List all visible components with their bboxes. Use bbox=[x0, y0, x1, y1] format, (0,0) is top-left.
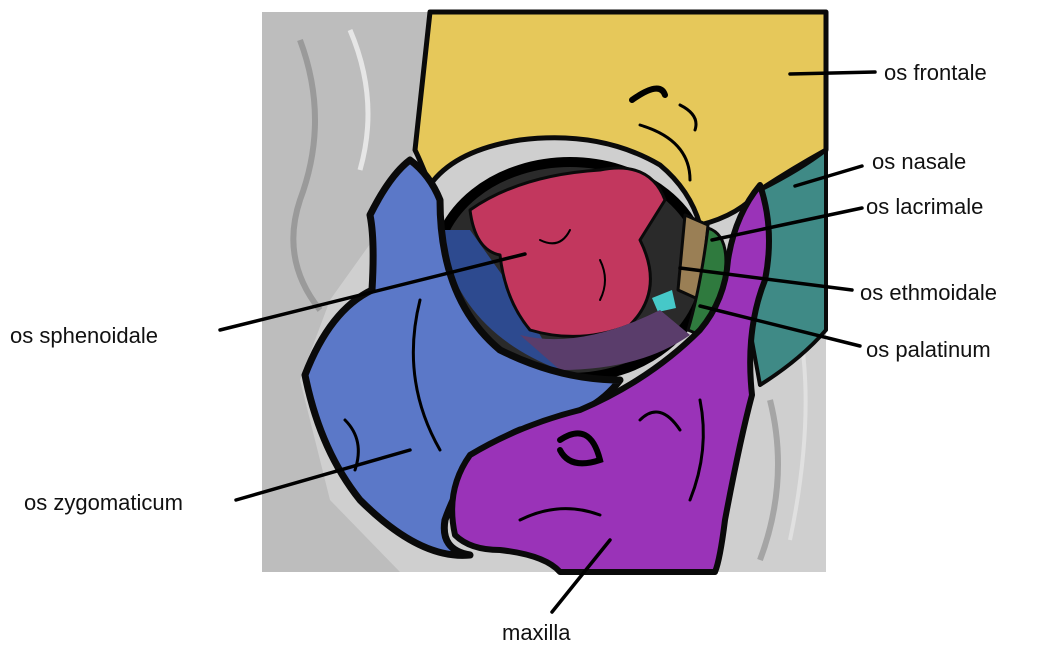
label-os-nasale: os nasale bbox=[872, 149, 966, 174]
label-os-ethmoidale: os ethmoidale bbox=[860, 280, 997, 305]
label-os-lacrimale: os lacrimale bbox=[866, 194, 983, 219]
label-os-zygomaticum: os zygomaticum bbox=[24, 490, 183, 515]
label-os-sphenoidale: os sphenoidale bbox=[10, 323, 158, 348]
frontale-leader-line bbox=[790, 72, 875, 74]
label-maxilla: maxilla bbox=[502, 620, 571, 645]
label-os-palatinum: os palatinum bbox=[866, 337, 991, 362]
label-os-frontale: os frontale bbox=[884, 60, 987, 85]
